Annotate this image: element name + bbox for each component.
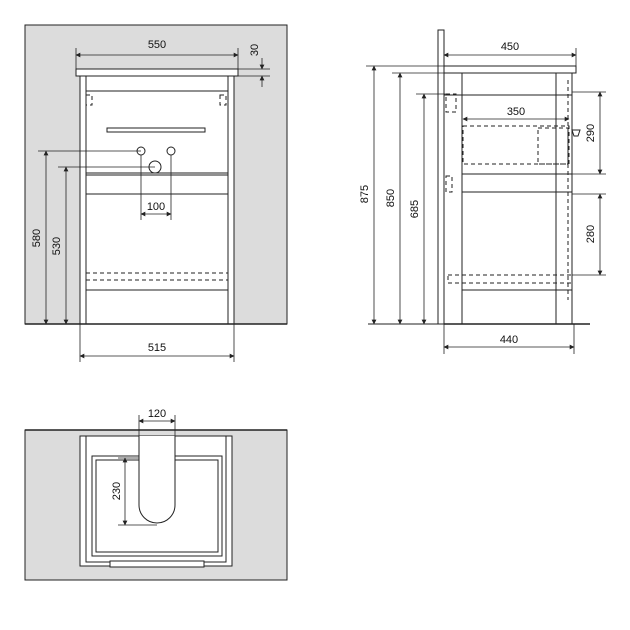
dim-290: 290 — [585, 124, 597, 142]
dim-350: 350 — [507, 106, 525, 118]
dim-580: 580 — [31, 229, 43, 247]
side-wall — [437, 29, 445, 325]
side-countertop — [443, 65, 577, 74]
dim-850: 850 — [385, 189, 397, 207]
side-cabinet-body — [443, 72, 573, 325]
side-view: 450 350 875 850 685 290 280 440 — [359, 29, 606, 354]
dim-450: 450 — [501, 41, 519, 53]
plan-handle — [109, 560, 205, 568]
dim-550: 550 — [148, 39, 166, 51]
dim-875: 875 — [359, 185, 371, 203]
dim-280: 280 — [585, 225, 597, 243]
dim-515: 515 — [148, 342, 166, 354]
plan-view: 120 230 — [24, 408, 288, 581]
front-shelf — [85, 272, 229, 281]
dim-530: 530 — [51, 237, 63, 255]
side-shelf — [447, 274, 573, 284]
dim-230: 230 — [111, 482, 123, 500]
plan-cutout — [138, 436, 176, 524]
dim-120: 120 — [148, 408, 166, 420]
dim-440: 440 — [500, 334, 518, 346]
front-countertop — [75, 68, 239, 77]
dim-685: 685 — [409, 200, 421, 218]
dim-30: 30 — [249, 44, 261, 56]
drawer-handle — [106, 127, 206, 133]
front-view: 550 30 100 580 530 515 — [24, 24, 288, 362]
tap-hole-right — [166, 146, 176, 156]
side-drawer-outline — [462, 125, 570, 165]
dim-100: 100 — [147, 201, 165, 213]
